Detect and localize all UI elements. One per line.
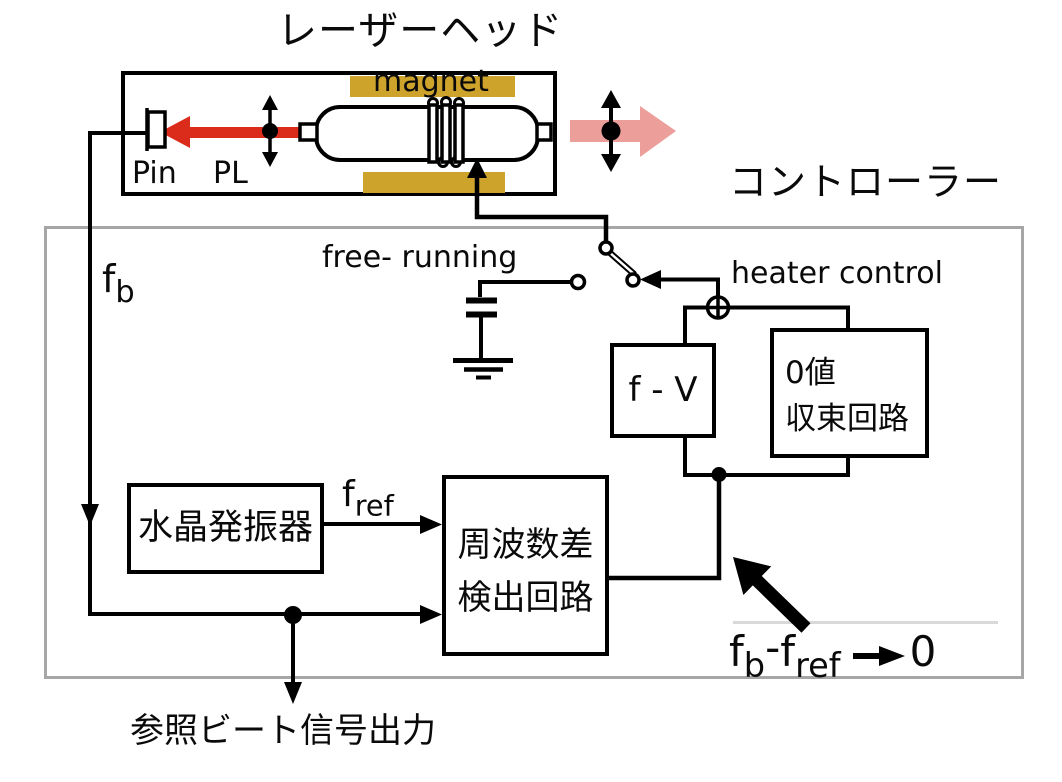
zero-box-line2: 収束回路	[785, 401, 909, 437]
fv-box	[610, 343, 716, 438]
output-arrowhead	[284, 682, 302, 704]
fref-base: f	[342, 474, 355, 515]
wire-node-to-fv	[683, 305, 708, 343]
freq-box-line2: 検出回路	[457, 578, 594, 618]
contact-circle	[569, 273, 587, 291]
crystal-oscillator-box	[127, 483, 324, 574]
red-beam-arrow-icon	[160, 116, 303, 148]
fv-box-label: f - V	[628, 369, 698, 410]
zero-convergence-box	[770, 328, 929, 458]
laser-tube	[298, 96, 553, 168]
zero-box-label: 0値 収束回路	[785, 350, 909, 442]
down-arrowhead	[81, 504, 99, 526]
pin-label: Pin	[132, 156, 177, 191]
laser-head-title: レーザーヘッド	[277, 8, 564, 54]
magnet-ring	[427, 103, 439, 164]
free-running-label: free- running	[322, 240, 518, 275]
heater-control-label: heater control	[731, 256, 943, 291]
controller-title: コントローラー	[729, 160, 1003, 204]
pin-photodetector	[145, 108, 167, 151]
magnet-ring	[440, 103, 452, 164]
freq-box-line1: 周波数差	[457, 525, 594, 565]
fb-label: fb	[102, 257, 135, 310]
frequency-detector-box	[442, 475, 609, 656]
tube-right-nub	[535, 122, 553, 142]
tube-left-nub	[298, 122, 319, 142]
fb-base: f	[102, 257, 116, 301]
fb-sub: b	[115, 275, 135, 311]
polarization-marker-intracavity-icon	[262, 95, 278, 167]
magnet-ring	[453, 103, 465, 164]
ground-icon	[453, 358, 513, 380]
wire-detector-feedback	[608, 437, 850, 581]
crystal-box-label: 水晶発振器	[137, 508, 313, 549]
wire-node-to-zero-box	[728, 305, 850, 328]
formula-zero: 0	[909, 627, 937, 676]
pink-beam-arrow-icon	[570, 106, 676, 157]
right-arrowhead	[420, 515, 442, 534]
zero-box-line1: 0値	[785, 355, 836, 391]
junction-dot	[711, 467, 727, 482]
magnet-label: magnet	[373, 64, 489, 99]
output-label: 参照ビート信号出力	[130, 711, 436, 751]
wire-switch-to-tube-heater	[467, 158, 609, 243]
pl-label: PL	[213, 156, 248, 191]
controller-box	[44, 226, 1024, 679]
formula-f2: f	[780, 627, 796, 676]
right-arrowhead	[420, 605, 442, 624]
up-arrowhead	[467, 158, 487, 178]
wire-heater-control-to-switch	[640, 270, 720, 297]
fref-label: fref	[342, 474, 394, 522]
formula-sub2: ref	[795, 646, 841, 686]
selector-switch-icon	[598, 240, 641, 288]
summing-node-icon	[705, 295, 731, 320]
formula-sub1: b	[743, 646, 766, 686]
fref-sub: ref	[354, 488, 394, 523]
emphasis-arrow-icon	[733, 557, 811, 633]
magnet-bar-top	[350, 76, 515, 97]
wire-pin-to-detector	[81, 131, 442, 704]
formula-f1: f	[729, 627, 744, 676]
freq-box-label: 周波数差 検出回路	[442, 519, 609, 625]
tends-to-arrow-icon	[852, 646, 905, 666]
polarization-marker-output-icon	[601, 90, 621, 172]
formula-minus: -	[765, 622, 781, 672]
left-arrowhead	[640, 270, 661, 289]
free-running-bias-branch	[453, 273, 587, 380]
wire-fref	[323, 515, 442, 534]
